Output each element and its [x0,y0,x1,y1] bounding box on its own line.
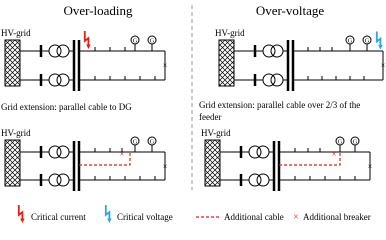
additional-breaker-marker: × [331,149,336,159]
hv-grid-block [4,39,21,87]
panel-overvoltage-base: HV-grid G [215,28,385,91]
open-point-marker: × [381,61,386,70]
open-point-marker: × [163,162,168,171]
critical-voltage-icon [375,30,384,51]
transformer-icon [48,145,70,159]
transformer-icon [248,145,270,159]
additional-breaker-marker: × [119,149,124,159]
caption-right-line2: feeder [199,112,221,122]
additional-breaker-swatch: × [293,212,299,223]
svg-text:G: G [348,38,353,45]
svg-text:G: G [133,139,138,146]
open-point-marker: × [163,61,168,70]
grid-extension-diagram: Over-loading Over-voltage HV-grid [1,3,385,224]
critical-voltage-icon [104,204,113,224]
generator-icon: G [130,35,140,51]
transformer-icon [262,44,284,58]
generator-icon: G [345,35,355,51]
transformer-icon [48,44,70,58]
generator-icon: G [335,136,345,152]
hv-grid-label: HV-grid [215,28,245,38]
svg-text:G: G [133,38,138,45]
transformer-icon [48,173,70,187]
legend-additional-cable: Additional cable [224,212,284,222]
additional-cable [279,152,341,166]
transformer-icon [248,173,270,187]
open-point-marker: × [368,162,373,171]
svg-text:G: G [150,139,155,146]
generator-icon: G [130,136,140,152]
hv-grid-label: HV-grid [1,28,31,38]
legend-critical-current: Critical current [31,212,86,222]
critical-current-icon [83,29,92,51]
hv-grid-block [204,139,221,187]
generator-icon: G [362,35,372,51]
hv-grid-block [218,39,235,87]
title-over-loading: Over-loading [63,3,133,18]
title-over-voltage: Over-voltage [256,3,325,18]
transformer-icon [262,73,284,87]
generator-icon: G [350,136,360,152]
hv-grid-label: HV-grid [201,128,231,138]
legend: Critical current Critical voltage Additi… [17,204,371,224]
svg-text:G: G [353,139,358,146]
hv-grid-block [4,139,21,187]
hv-grid-label: HV-grid [1,128,31,138]
critical-current-icon [17,204,26,224]
additional-cable [79,152,131,166]
panel-overvoltage-extension: HV-grid G [201,128,372,191]
generator-icon: G [147,136,157,152]
caption-right-line1: Grid extension: parallel cable over 2/3 … [199,100,360,110]
svg-text:G: G [338,139,343,146]
svg-text:G: G [365,38,370,45]
legend-critical-voltage: Critical voltage [117,212,173,222]
legend-additional-breaker: Additional breaker [303,212,371,222]
panel-overloading-extension: HV-grid G [1,128,167,191]
transformer-icon [48,73,70,87]
generator-icon: G [147,35,157,51]
svg-text:G: G [150,38,155,45]
diagram-canvas: Over-loading Over-voltage HV-grid [1,3,385,224]
caption-left: Grid extension: parallel cable to DG [1,102,132,112]
panel-overloading-base: HV-grid G [1,28,167,91]
